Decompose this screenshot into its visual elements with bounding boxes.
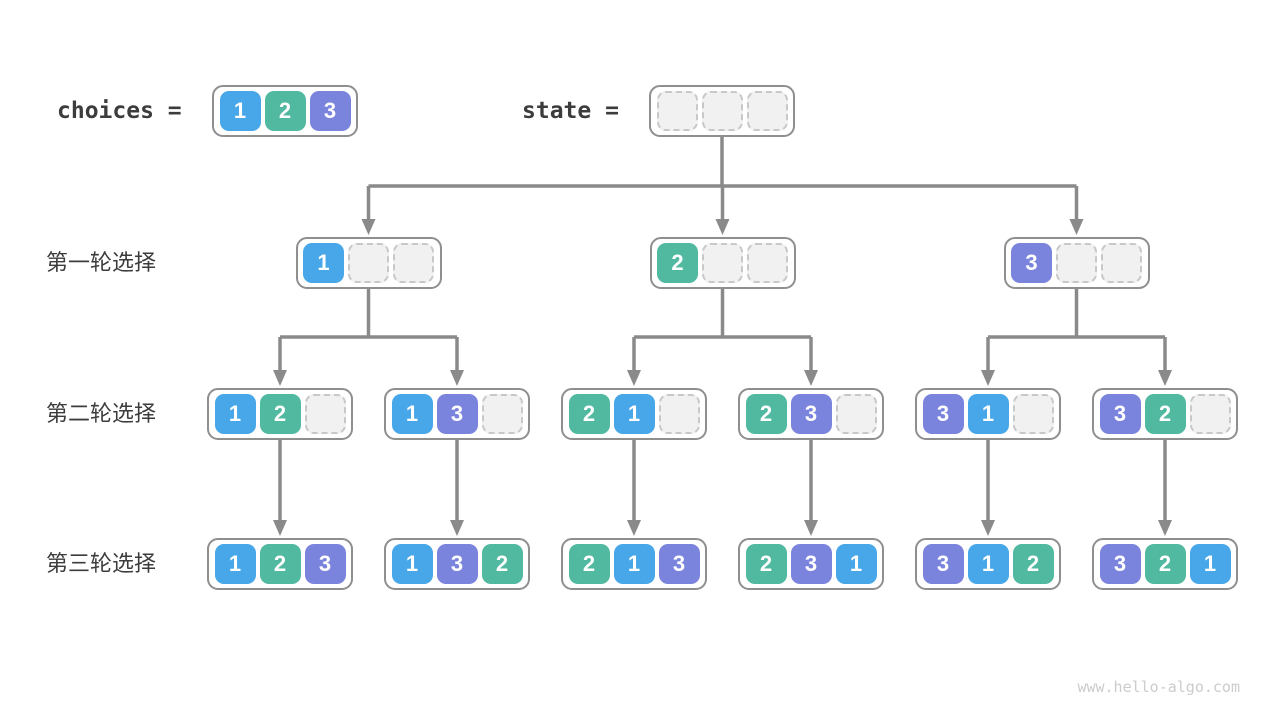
cell-value-1: 1: [214, 544, 256, 584]
arrowhead-icon: [715, 219, 730, 235]
watermark: www.hello-algo.com: [1077, 678, 1240, 696]
cell-empty: [1056, 243, 1097, 283]
cell-value-2: 2: [264, 91, 306, 131]
cell-empty: [348, 243, 389, 283]
cell-value-2: 2: [1144, 544, 1186, 584]
cell-value-2: 2: [568, 394, 610, 434]
cell-value-3: 3: [1099, 394, 1141, 434]
arrowhead-icon: [627, 520, 641, 536]
cell-value-1: 1: [1189, 544, 1231, 584]
cell-value-3: 3: [1099, 544, 1141, 584]
cell-value-3: 3: [922, 544, 964, 584]
cell-value-2: 2: [259, 544, 301, 584]
cell-empty: [658, 394, 700, 434]
state-label: state =: [522, 98, 619, 124]
cell-value-1: 1: [391, 544, 433, 584]
cell-value-3: 3: [922, 394, 964, 434]
round-label-1: 第一轮选择: [46, 250, 157, 275]
cell-value-2: 2: [568, 544, 610, 584]
cell-value-3: 3: [436, 544, 478, 584]
round-label-2: 第二轮选择: [46, 401, 157, 426]
arrowhead-icon: [273, 370, 287, 386]
cell-value-2: 2: [657, 243, 698, 283]
cell-empty: [1101, 243, 1142, 283]
cell-value-3: 3: [658, 544, 700, 584]
choices-label: choices =: [57, 98, 182, 124]
cell-value-1: 1: [303, 243, 344, 283]
cell-empty: [702, 243, 743, 283]
arrowhead-icon: [1158, 520, 1172, 536]
cell-value-3: 3: [790, 394, 832, 434]
cell-value-1: 1: [391, 394, 433, 434]
cell-empty: [746, 91, 788, 131]
state-node: [649, 85, 795, 137]
arrowhead-icon: [981, 370, 995, 386]
arrowhead-icon: [450, 370, 464, 386]
cell-value-1: 1: [967, 544, 1009, 584]
cell-value-3: 3: [1011, 243, 1052, 283]
arrowhead-icon: [981, 520, 995, 536]
cell-empty: [1189, 394, 1231, 434]
cell-empty: [835, 394, 877, 434]
cell-empty: [304, 394, 346, 434]
arrowhead-icon: [361, 219, 376, 235]
cell-value-3: 3: [304, 544, 346, 584]
state-node: 3: [1003, 237, 1150, 289]
cell-value-1: 1: [835, 544, 877, 584]
cell-value-2: 2: [745, 394, 787, 434]
cell-empty: [1012, 394, 1054, 434]
round-label-3: 第三轮选择: [46, 551, 157, 576]
cell-value-3: 3: [436, 394, 478, 434]
cell-value-2: 2: [1012, 544, 1054, 584]
cell-value-3: 3: [309, 91, 351, 131]
cell-value-2: 2: [259, 394, 301, 434]
cell-value-2: 2: [745, 544, 787, 584]
arrowhead-icon: [1158, 370, 1172, 386]
cell-value-1: 1: [219, 91, 261, 131]
cell-empty: [481, 394, 523, 434]
cell-value-2: 2: [1144, 394, 1186, 434]
cell-value-1: 1: [613, 394, 655, 434]
cell-value-1: 1: [613, 544, 655, 584]
cell-empty: [393, 243, 434, 283]
arrowhead-icon: [804, 370, 818, 386]
arrowhead-icon: [1069, 219, 1084, 235]
cell-empty: [747, 243, 788, 283]
cell-value-1: 1: [967, 394, 1009, 434]
cell-empty: [701, 91, 743, 131]
cell-value-3: 3: [790, 544, 832, 584]
cell-empty: [656, 91, 698, 131]
state-node: 2: [649, 237, 796, 289]
arrowhead-icon: [627, 370, 641, 386]
arrowhead-icon: [450, 520, 464, 536]
state-node: 1: [295, 237, 442, 289]
cell-value-1: 1: [214, 394, 256, 434]
cell-value-2: 2: [481, 544, 523, 584]
arrowhead-icon: [273, 520, 287, 536]
arrowhead-icon: [804, 520, 818, 536]
